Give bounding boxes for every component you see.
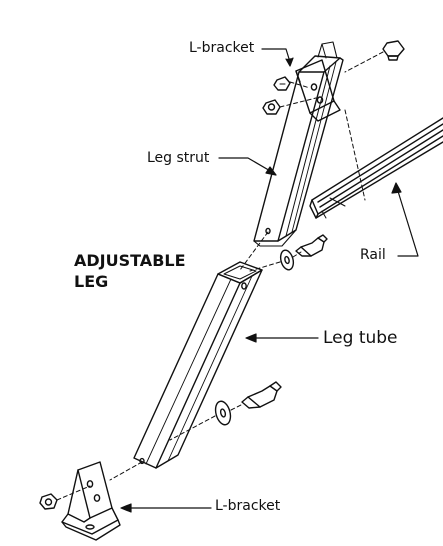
- l-bracket-bottom: [61, 461, 121, 541]
- leader-leg-tube: [245, 333, 319, 343]
- leader-leg-strut: [218, 157, 277, 176]
- leader-l-bracket-top: [261, 48, 294, 67]
- middle-washer: [279, 249, 295, 271]
- top-bolt: [382, 40, 405, 61]
- label-l-bracket-bottom: L-bracket: [215, 498, 281, 514]
- label-rail: Rail: [360, 247, 386, 263]
- label-leg-tube: Leg tube: [323, 328, 398, 348]
- leader-l-bracket-bottom: [120, 503, 212, 513]
- top-dash-lines: [279, 51, 384, 201]
- lower-washer: [214, 400, 232, 426]
- top-nuts: [262, 76, 291, 115]
- title-line-1: ADJUSTABLE: [74, 251, 186, 270]
- bottom-dash-lines: [56, 485, 91, 501]
- leg-strut: [253, 41, 344, 247]
- leg-tube: [133, 261, 263, 469]
- label-leg-strut: Leg strut: [147, 150, 210, 166]
- lower-bolt: [241, 381, 282, 409]
- diagram-title: ADJUSTABLE LEG: [74, 250, 186, 292]
- bottom-nut: [39, 493, 58, 510]
- rail: [309, 117, 443, 219]
- label-l-bracket-top: L-bracket: [189, 40, 255, 56]
- leader-rail: [391, 182, 419, 257]
- lower-dash-lines: [109, 403, 244, 481]
- l-bracket-top: [295, 59, 341, 122]
- middle-bolt: [295, 234, 328, 257]
- title-line-2: LEG: [74, 272, 109, 291]
